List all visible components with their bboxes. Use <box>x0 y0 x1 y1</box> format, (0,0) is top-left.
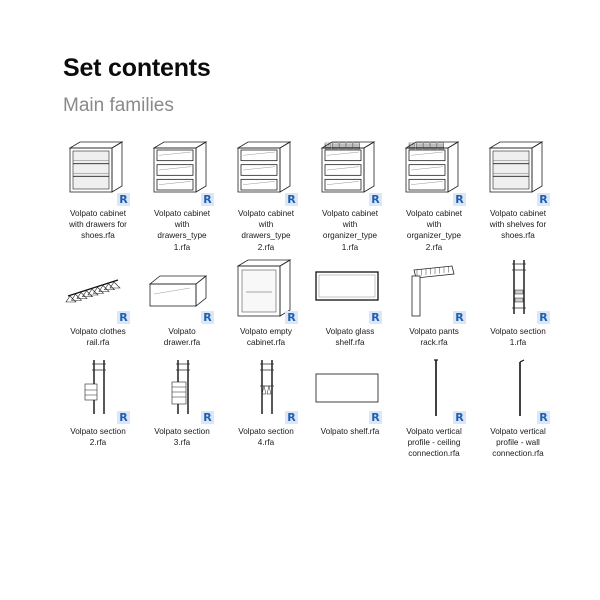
family-label: Volpato glass shelf.rfa <box>325 327 375 348</box>
family-label: Volpato empty cabinet.rfa <box>240 327 292 348</box>
revit-badge-icon: R <box>369 311 382 324</box>
family-item[interactable]: R Volpato section 2.rfa <box>56 356 140 448</box>
family-item[interactable]: R Volpato cabinet with drawers_type 2.rfa <box>224 138 308 253</box>
family-thumbnail: R <box>476 256 560 324</box>
family-label: Volpato cabinet with drawers_type 1.rfa <box>154 209 210 252</box>
family-item[interactable]: R Volpato vertical profile - ceiling conn… <box>392 356 476 460</box>
family-label: Volpato cabinet with drawers for shoes.r… <box>69 209 127 241</box>
revit-badge-icon: R <box>453 311 466 324</box>
families-grid: R Volpato cabinet with drawers for shoes.… <box>56 138 560 458</box>
family-item[interactable]: R Volpato vertical profile - wall connect… <box>476 356 560 460</box>
drawer-icon <box>148 275 208 307</box>
family-thumbnail: R <box>140 256 224 324</box>
family-item[interactable]: R Volpato cabinet with drawers for shoes.… <box>56 138 140 242</box>
vertical-profile-wall-icon <box>519 359 525 416</box>
pants-rack-icon <box>411 265 455 317</box>
family-label: Volpato cabinet with organizer_type 2.rf… <box>406 209 462 252</box>
family-thumbnail: R <box>56 138 140 206</box>
glass-shelf-icon <box>315 271 379 301</box>
revit-badge-icon: R <box>537 411 550 424</box>
family-label: Volpato pants rack.rfa <box>409 327 459 348</box>
revit-badge-icon: R <box>285 411 298 424</box>
family-item[interactable]: R Volpato cabinet with organizer_type 1.r… <box>308 138 392 253</box>
family-thumbnail: R <box>392 356 476 424</box>
family-item[interactable]: R Volpato shelf.rfa <box>308 356 392 437</box>
family-thumbnail: R <box>308 138 392 206</box>
vertical-profile-ceiling-icon <box>434 359 438 416</box>
cabinet-shoe-drawers-icon <box>68 141 124 193</box>
cabinet-organizer-type2-icon <box>404 141 460 193</box>
family-thumbnail: R <box>56 356 140 424</box>
family-thumbnail: R <box>476 138 560 206</box>
family-thumbnail: R <box>224 256 308 324</box>
family-thumbnail: R <box>140 138 224 206</box>
family-label: Volpato cabinet with shelves for shoes.r… <box>489 209 547 241</box>
family-thumbnail: R <box>140 356 224 424</box>
family-item[interactable]: R Volpato cabinet with organizer_type 2.r… <box>392 138 476 253</box>
family-label: Volpato cabinet with organizer_type 1.rf… <box>322 209 378 252</box>
family-label: Volpato drawer.rfa <box>163 327 201 348</box>
revit-badge-icon: R <box>285 193 298 206</box>
family-label: Volpato vertical profile - ceiling conne… <box>406 427 462 459</box>
family-item[interactable]: R Volpato section 3.rfa <box>140 356 224 448</box>
family-label: Volpato section 3.rfa <box>154 427 210 448</box>
cabinet-drawers-type1-icon <box>152 141 208 193</box>
revit-badge-icon: R <box>453 411 466 424</box>
family-item[interactable]: R Volpato glass shelf.rfa <box>308 256 392 348</box>
family-item[interactable]: R Volpato section 4.rfa <box>224 356 308 448</box>
revit-badge-icon: R <box>369 411 382 424</box>
revit-badge-icon: R <box>117 193 130 206</box>
revit-badge-icon: R <box>453 193 466 206</box>
family-thumbnail: R <box>56 256 140 324</box>
family-thumbnail: R <box>224 138 308 206</box>
section3-icon <box>171 360 190 414</box>
cabinet-organizer-type1-icon <box>320 141 376 193</box>
shelf-icon <box>315 373 379 403</box>
section1-icon <box>512 260 526 314</box>
section2-icon <box>84 360 106 414</box>
revit-badge-icon: R <box>117 311 130 324</box>
page-subtitle: Main families <box>63 95 174 116</box>
revit-badge-icon: R <box>201 311 214 324</box>
revit-badge-icon: R <box>369 193 382 206</box>
revit-badge-icon: R <box>117 411 130 424</box>
family-item[interactable]: R Volpato cabinet with drawers_type 1.rfa <box>140 138 224 253</box>
revit-badge-icon: R <box>201 411 214 424</box>
family-label: Volpato clothes rail.rfa <box>70 327 126 348</box>
family-thumbnail: R <box>308 356 392 424</box>
clothes-rail-icon <box>65 279 121 303</box>
family-label: Volpato section 2.rfa <box>70 427 126 448</box>
family-item[interactable]: R Volpato clothes rail.rfa <box>56 256 140 348</box>
family-thumbnail: R <box>392 256 476 324</box>
family-item[interactable]: R Volpato cabinet with shelves for shoes.… <box>476 138 560 242</box>
empty-cabinet-icon <box>236 259 292 317</box>
family-item[interactable]: R Volpato pants rack.rfa <box>392 256 476 348</box>
family-label: Volpato shelf.rfa <box>320 427 380 436</box>
family-item[interactable]: R Volpato section 1.rfa <box>476 256 560 348</box>
family-thumbnail: R <box>392 138 476 206</box>
cabinet-shoe-shelves-icon <box>488 141 544 193</box>
revit-badge-icon: R <box>537 193 550 206</box>
family-thumbnail: R <box>224 356 308 424</box>
family-label: Volpato section 1.rfa <box>490 327 546 348</box>
page-title: Set contents <box>63 54 211 82</box>
revit-badge-icon: R <box>285 311 298 324</box>
cabinet-drawers-type2-icon <box>236 141 292 193</box>
revit-badge-icon: R <box>537 311 550 324</box>
family-item[interactable]: R Volpato empty cabinet.rfa <box>224 256 308 348</box>
family-thumbnail: R <box>476 356 560 424</box>
family-thumbnail: R <box>308 256 392 324</box>
family-label: Volpato cabinet with drawers_type 2.rfa <box>238 209 294 252</box>
family-label: Volpato vertical profile - wall connecti… <box>490 427 546 459</box>
family-label: Volpato section 4.rfa <box>238 427 294 448</box>
section4-icon <box>260 360 274 414</box>
revit-badge-icon: R <box>201 193 214 206</box>
